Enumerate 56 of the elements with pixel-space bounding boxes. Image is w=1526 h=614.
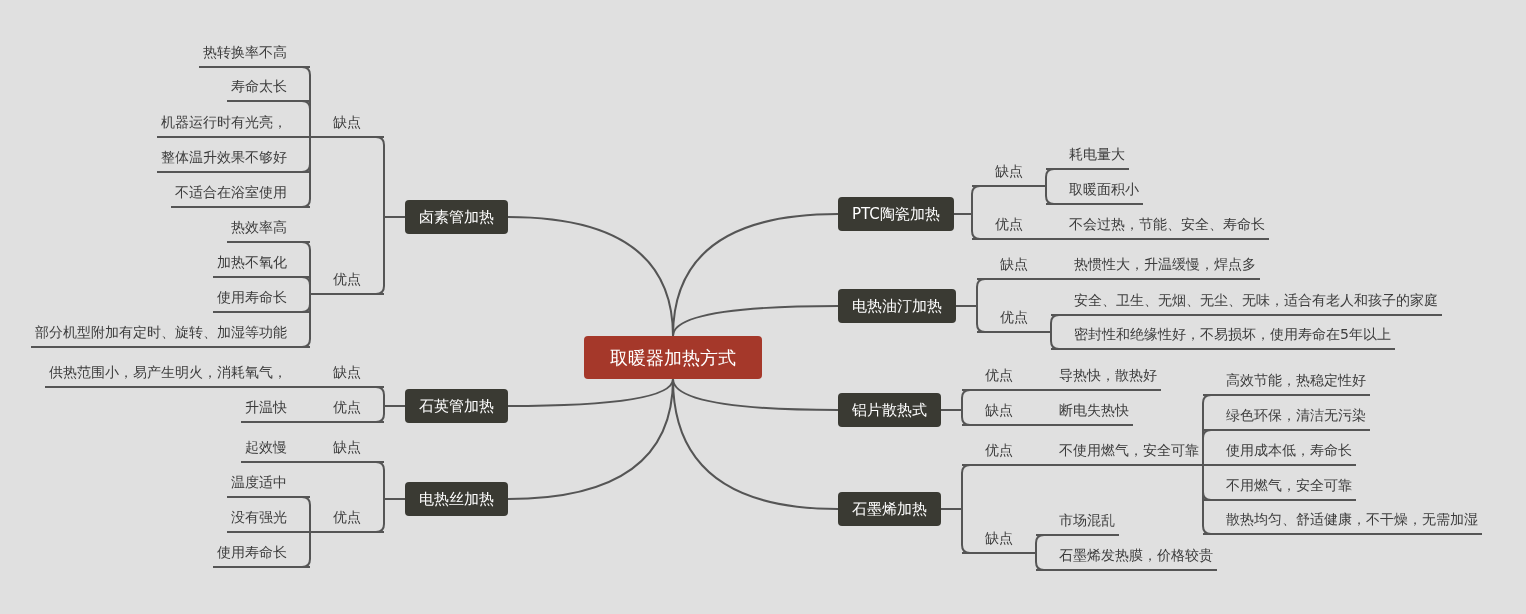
category-label: 缺点 xyxy=(310,358,384,388)
branch-text: 加热不氧化 xyxy=(213,248,310,278)
branch-text: 不用燃气，安全可靠 xyxy=(1203,471,1356,501)
branch-text: 热转换率不高 xyxy=(199,38,310,68)
branch-text: 使用成本低，寿命长 xyxy=(1203,436,1356,466)
topic-box: 电热丝加热 xyxy=(405,482,508,516)
branch-text: 安全、卫生、无烟、无尘、无味，适合有老人和孩子的家庭 xyxy=(1051,286,1442,316)
branch-text: 热效率高 xyxy=(227,213,310,243)
branch-text: 没有强光 xyxy=(227,503,310,533)
connector-line xyxy=(672,305,839,337)
topic-box: 卤素管加热 xyxy=(405,200,508,234)
branch-text: 散热均匀、舒适健康，不干燥，无需加湿 xyxy=(1203,505,1482,535)
topic-box: 铝片散热式 xyxy=(838,393,941,427)
category-label: 缺点 xyxy=(962,396,1036,426)
category-label: 缺点 xyxy=(310,433,384,463)
category-label: 缺点 xyxy=(310,108,384,138)
branch-text: 取暖面积小 xyxy=(1046,175,1143,205)
category-label: 优点 xyxy=(310,265,384,295)
branch-text: 耗电量大 xyxy=(1046,140,1129,170)
branch-text: 升温快 xyxy=(241,393,310,423)
branch-text: 密封性和绝缘性好，不易损坏，使用寿命在5年以上 xyxy=(1051,320,1395,350)
category-label: 缺点 xyxy=(972,157,1046,187)
category-label: 优点 xyxy=(977,303,1051,333)
branch-text: 不适合在浴室使用 xyxy=(171,178,310,208)
category-label: 优点 xyxy=(962,361,1036,391)
connector-line xyxy=(672,378,839,510)
category-label: 缺点 xyxy=(962,524,1036,554)
branch-text: 使用寿命长 xyxy=(213,538,310,568)
category-label: 优点 xyxy=(310,393,384,423)
central-topic-box: 取暖器加热方式 xyxy=(584,336,762,379)
branch-text: 导热快，散热好 xyxy=(1036,361,1161,391)
branch-text: 石墨烯发热膜，价格较贵 xyxy=(1036,541,1217,571)
branch-text: 不会过热，节能、安全、寿命长 xyxy=(1046,210,1269,240)
branch-text: 温度适中 xyxy=(227,468,310,498)
connector-line xyxy=(507,378,674,407)
category-label: 缺点 xyxy=(977,250,1051,280)
branch-text: 绿色环保，清洁无污染 xyxy=(1203,401,1370,431)
category-label: 优点 xyxy=(310,503,384,533)
branch-text: 机器运行时有光亮， xyxy=(157,108,310,138)
topic-box: 石墨烯加热 xyxy=(838,492,941,526)
branch-text: 断电失热快 xyxy=(1036,396,1133,426)
topic-box: 电热油汀加热 xyxy=(838,289,956,323)
branch-text: 供热范围小，易产生明火，消耗氧气， xyxy=(45,358,310,388)
branch-text: 使用寿命长 xyxy=(213,283,310,313)
branch-text: 起效慢 xyxy=(241,433,310,463)
branch-text: 整体温升效果不够好 xyxy=(157,143,310,173)
branch-text: 市场混乱 xyxy=(1036,506,1119,536)
topic-box: 石英管加热 xyxy=(405,389,508,423)
branch-text: 部分机型附加有定时、旋转、加湿等功能 xyxy=(31,318,310,348)
branch-text: 寿命太长 xyxy=(227,72,310,102)
category-label: 优点 xyxy=(972,210,1046,240)
topic-box: PTC陶瓷加热 xyxy=(838,197,954,231)
branch-text: 热惯性大，升温缓慢，焊点多 xyxy=(1051,250,1260,280)
category-label: 优点 xyxy=(962,436,1036,466)
branch-text: 高效节能，热稳定性好 xyxy=(1203,366,1370,396)
branch-text: 不使用燃气，安全可靠 xyxy=(1036,436,1203,466)
